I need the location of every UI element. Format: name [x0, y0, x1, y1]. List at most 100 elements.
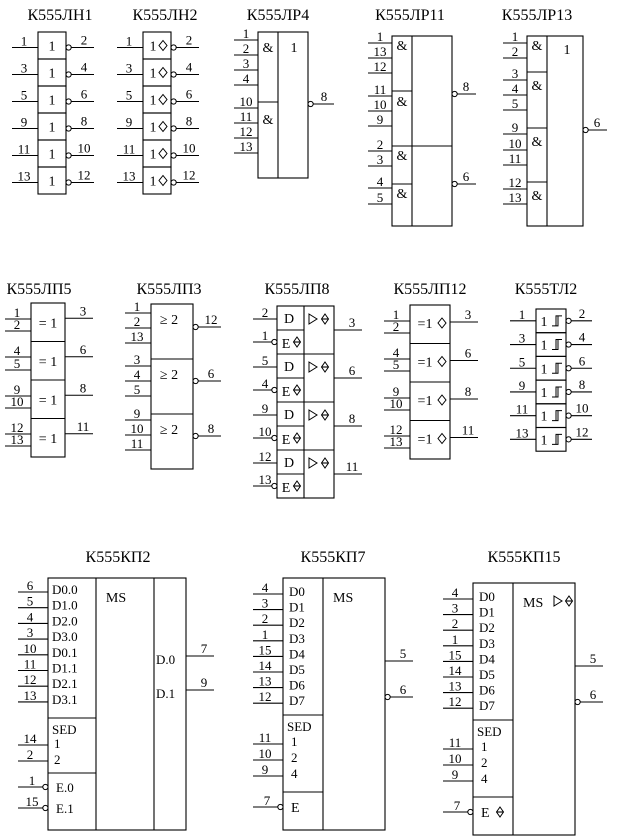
select-input-label: 2	[291, 750, 298, 765]
input-pin-number: 10	[509, 136, 522, 151]
gate-symbol: 1	[291, 41, 298, 56]
output-pin-number: 3	[465, 307, 472, 322]
input-pin-number: 15	[449, 647, 462, 662]
input-pin-number: 9	[262, 401, 269, 416]
output-pin-number: 2	[81, 33, 88, 48]
inversion-bubble	[170, 125, 177, 132]
three-state-icon	[292, 384, 302, 396]
output-pin-number: 12	[576, 424, 589, 439]
input-pin-number: 2	[377, 137, 384, 152]
chip-k555kp7: К555КП7MSD04D13D22D31D415D514D613D712SED…	[253, 549, 413, 831]
hysteresis-icon	[552, 386, 562, 398]
inversion-bubble	[65, 152, 72, 159]
open-collector-icon	[158, 93, 168, 106]
output-pin-number: 8	[463, 79, 470, 94]
input-pin-number: 13	[11, 432, 24, 447]
input-pin-number: 3	[21, 61, 28, 76]
data-input-label: D2	[289, 615, 305, 630]
chip-title: К555ТЛ2	[515, 281, 578, 298]
data-input-label: D3.1	[52, 692, 78, 707]
inversion-bubble	[65, 125, 72, 132]
output-pin-number: 12	[205, 312, 218, 327]
three-state-icon	[320, 313, 330, 325]
inversion-bubble	[170, 71, 177, 78]
gate-symbol: 1	[49, 67, 56, 82]
input-pin-number: 13	[374, 44, 387, 59]
input-pin-number: 15	[26, 794, 39, 809]
input-pin-number: 11	[131, 436, 144, 451]
input-pin-number: 2	[14, 317, 21, 332]
gate-symbol: E	[282, 433, 291, 448]
inversion-bubble	[42, 783, 49, 791]
data-input-label: D2.0	[52, 613, 78, 628]
output-pin-number: 10	[78, 141, 91, 156]
data-input-label: D1.1	[52, 661, 78, 676]
output-pin-number: 3	[80, 303, 87, 318]
input-pin-number: 13	[449, 679, 462, 694]
chip-body	[47, 577, 187, 831]
gate-cell	[37, 166, 67, 195]
output-pin-number: 6	[465, 346, 472, 361]
data-input-label: D2	[479, 620, 495, 635]
input-pin-number: 4	[14, 343, 21, 358]
output-pin-number: 11	[462, 423, 475, 438]
input-pin-number: 10	[259, 746, 272, 761]
input-pin-number: 12	[509, 175, 522, 190]
input-pin-number: 2	[27, 747, 34, 762]
inversion-bubble	[582, 126, 589, 134]
output-pin-number: 8	[186, 114, 193, 129]
output-pin-number: 10	[576, 401, 589, 416]
output-pin-number: 6	[400, 682, 407, 697]
gate-symbol: D	[284, 312, 294, 327]
data-input-label: D7	[479, 698, 495, 713]
gate-symbol: D	[284, 456, 294, 471]
open-collector-icon	[158, 39, 168, 52]
input-pin-number: 9	[126, 115, 133, 130]
output-pin-number: 6	[208, 366, 215, 381]
input-pin-number: 9	[377, 112, 384, 127]
input-pin-number: 4	[377, 174, 384, 189]
input-pin-number: 4	[512, 81, 519, 96]
input-pin-number: 1	[393, 307, 400, 322]
enable-input-label: E.1	[56, 801, 74, 816]
inversion-bubble	[192, 323, 199, 331]
inversion-bubble	[65, 44, 72, 51]
chip-title: К555ЛР11	[375, 7, 445, 24]
input-pin-number: 3	[27, 625, 34, 640]
input-pin-number: 1	[126, 34, 133, 49]
output-label: D.1	[156, 686, 175, 701]
inversion-bubble	[565, 388, 572, 396]
input-pin-number: 10	[259, 424, 272, 439]
inversion-bubble	[565, 365, 572, 372]
input-pin-number: 3	[512, 66, 519, 81]
inversion-bubble	[451, 90, 458, 98]
chip-title: К555ЛП12	[393, 281, 466, 298]
output-pin-number: 8	[465, 384, 472, 399]
inversion-bubble	[170, 44, 177, 51]
chip-k555kp2: К555КП2MSD0.06D1.05D2.04D3.03D0.110D1.11…	[18, 549, 214, 831]
input-pin-number: 2	[243, 41, 250, 56]
gate-symbol: 1	[49, 148, 56, 163]
mux-symbol: MS	[333, 591, 353, 606]
open-collector-icon	[437, 394, 447, 406]
input-pin-number: 13	[24, 688, 37, 703]
gate-symbol: = 1	[39, 432, 57, 447]
input-pin-number: 11	[240, 109, 253, 124]
input-pin-number: 4	[27, 609, 34, 624]
input-pin-number: 9	[393, 384, 400, 399]
gate-symbol: 1	[150, 40, 157, 55]
input-pin-number: 9	[512, 120, 519, 135]
output-pin-number: 6	[81, 87, 88, 102]
enable-input-label: E	[481, 806, 490, 821]
buffer-icon	[308, 409, 318, 421]
input-pin-number: 9	[21, 115, 28, 130]
input-pin-number: 1	[512, 29, 519, 44]
input-pin-number: 14	[449, 663, 463, 678]
gate-symbol: &	[532, 135, 543, 150]
input-pin-number: 13	[259, 472, 272, 487]
input-pin-number: 9	[519, 378, 526, 393]
